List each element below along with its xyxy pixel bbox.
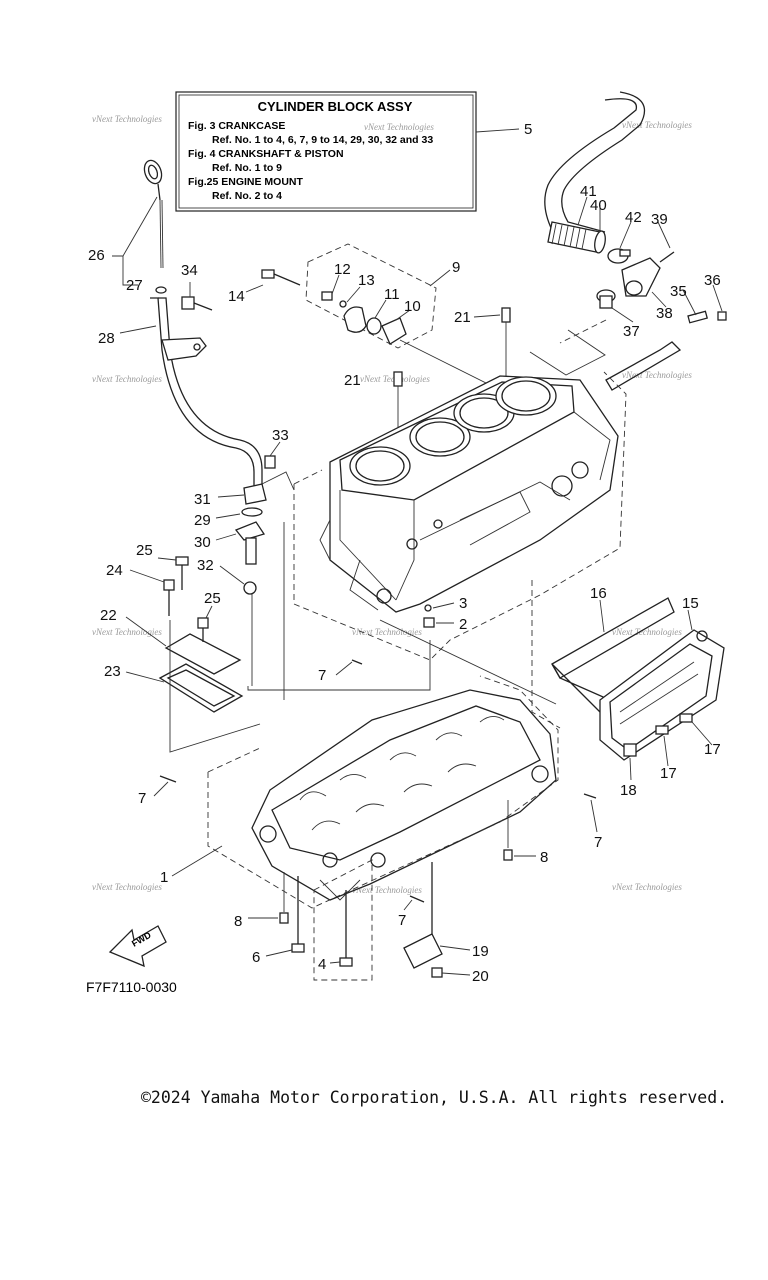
fitting-37	[596, 289, 616, 309]
watermark-text: vNext Technologies	[622, 370, 692, 380]
callout-number: 1	[160, 869, 168, 886]
watermark-text: vNext Technologies	[612, 627, 682, 637]
callout-number: 40	[590, 197, 607, 214]
callout-number: 7	[594, 834, 602, 851]
crankcase	[251, 689, 557, 901]
callout-number: 12	[334, 261, 351, 278]
watermark-text: vNext Technologies	[352, 885, 422, 895]
thermostat-group	[261, 243, 437, 349]
callout-number: 24	[106, 562, 123, 579]
callout-number: 13	[358, 272, 375, 289]
callout-numbers: 1 2 3 4 5 6 7 7 7 7 8 8 9 10 11 12 13 14…	[88, 121, 721, 985]
copyright-notice: ©2024 Yamaha Motor Corporation, U.S.A. A…	[141, 1088, 728, 1107]
callout-number: 17	[704, 741, 721, 758]
info-box-line: Ref. No. 2 to 4	[212, 190, 282, 202]
cover-plate	[158, 556, 244, 713]
callout-number: 30	[194, 534, 211, 551]
watermark-text: vNext Technologies	[92, 627, 162, 637]
callout-number: 37	[623, 323, 640, 340]
info-box-line: Fig.25 ENGINE MOUNT	[188, 176, 304, 188]
callout-number: 39	[651, 211, 668, 228]
callout-number: 31	[194, 491, 211, 508]
breather-hose	[544, 91, 646, 254]
sensor-35	[687, 310, 727, 324]
watermark-text: vNext Technologies	[364, 122, 434, 132]
callout-number: 6	[252, 949, 260, 966]
gauge-parts	[234, 455, 276, 595]
callout-number: 4	[318, 956, 326, 973]
diagram-part-code: F7F7110-0030	[86, 979, 177, 995]
callout-number: 25	[204, 590, 221, 607]
callout-number: 21	[344, 372, 361, 389]
hose-clamp	[607, 248, 631, 264]
callout-number: 38	[656, 305, 673, 322]
callout-number: 42	[625, 209, 642, 226]
callout-number: 23	[104, 663, 121, 680]
callout-number: 35	[670, 283, 687, 300]
callout-number: 32	[197, 557, 214, 574]
callout-number: 22	[100, 607, 117, 624]
callout-number: 11	[384, 286, 400, 303]
callout-number: 16	[590, 585, 607, 602]
callout-number: 7	[318, 667, 326, 684]
callout-number: 7	[398, 912, 406, 929]
info-box-title: CYLINDER BLOCK ASSY	[258, 99, 413, 114]
callout-number: 21	[454, 309, 471, 326]
watermark-text: vNext Technologies	[92, 374, 162, 384]
fitting-38	[621, 251, 675, 297]
watermark-text: vNext Technologies	[352, 627, 422, 637]
callout-number: 20	[472, 968, 489, 985]
callout-number: 29	[194, 512, 211, 529]
side-cover	[551, 597, 725, 761]
bolt-34	[181, 282, 213, 311]
callout-number: 7	[138, 790, 146, 807]
info-box-line: Ref. No. 1 to 4, 6, 7, 9 to 14, 29, 30, …	[212, 134, 433, 146]
callout-number: 41	[580, 183, 597, 200]
info-box-line: Fig. 3 CRANKCASE	[188, 120, 285, 132]
callout-number: 17	[660, 765, 677, 782]
callout-number: 10	[404, 298, 421, 315]
info-box-line: Ref. No. 1 to 9	[212, 162, 282, 174]
callout-number: 9	[452, 259, 460, 276]
callout-number: 19	[472, 943, 489, 960]
callout-number: 2	[459, 616, 467, 633]
callout-number: 3	[459, 595, 467, 612]
fwd-arrow: FWD	[108, 925, 167, 968]
callout-number: 18	[620, 782, 637, 799]
callout-number: 27	[126, 277, 143, 294]
callout-number: 15	[682, 595, 699, 612]
callout-number: 34	[181, 262, 198, 279]
info-box-line: Fig. 4 CRANKSHAFT & PISTON	[188, 148, 344, 160]
callout-number: 36	[704, 272, 721, 289]
callout-number: 5	[524, 121, 532, 138]
callout-number: 25	[136, 542, 153, 559]
callout-number: 8	[540, 849, 548, 866]
callout-number: 26	[88, 247, 105, 264]
watermark-text: vNext Technologies	[612, 882, 682, 892]
crankcase-bolts	[291, 876, 353, 967]
cylinder-block	[319, 375, 619, 613]
watermark-text: vNext Technologies	[622, 120, 692, 130]
callout-number: 28	[98, 330, 115, 347]
dipstick-assembly	[143, 159, 263, 486]
callout-number: 14	[228, 288, 245, 305]
callout-number: 33	[272, 427, 289, 444]
watermark-text: vNext Technologies	[92, 114, 162, 124]
callout-number: 8	[234, 913, 242, 930]
watermark-text: vNext Technologies	[92, 882, 162, 892]
info-box: CYLINDER BLOCK ASSY Fig. 3 CRANKCASE Ref…	[175, 91, 477, 212]
